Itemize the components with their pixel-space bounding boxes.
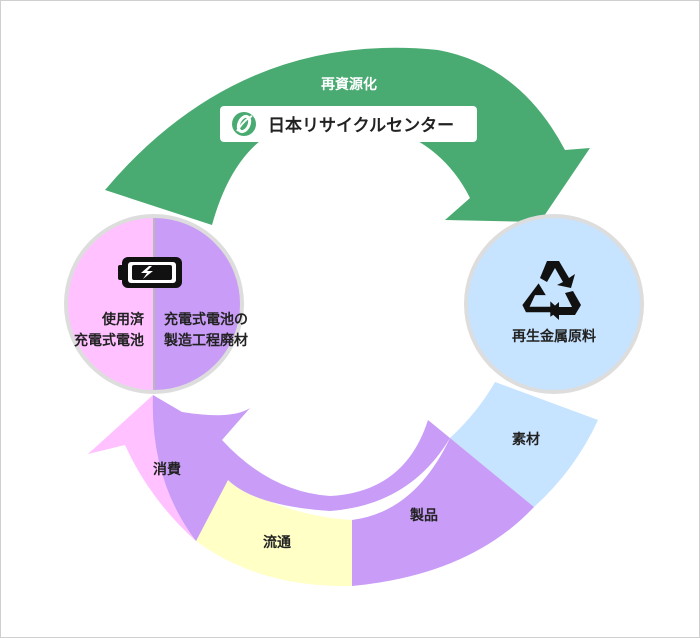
material-label: 素材 — [512, 431, 540, 448]
consumption-label: 消費 — [153, 461, 181, 478]
recycling-center-name: 日本リサイクルセンター — [268, 115, 454, 136]
product-label: 製品 — [409, 507, 438, 524]
manufacturing-waste-label-line1: 充電式電池の — [164, 311, 248, 328]
battery-node — [64, 214, 244, 394]
manufacturing-waste-label-line2: 製造工程廃材 — [163, 332, 248, 349]
distribution-segment — [196, 480, 352, 587]
product-segment — [352, 438, 534, 586]
battery-icon — [118, 257, 182, 288]
used-battery-label-line2: 充電式電池 — [74, 332, 144, 349]
recycling-center-badge: 日本リサイクルセンター — [220, 106, 477, 142]
recycling-label: 再資源化 — [321, 76, 377, 93]
recycled-metal-label: 再生金属原料 — [512, 328, 596, 345]
recycling-center-logo-icon — [232, 112, 256, 136]
recycling-arrow — [105, 47, 590, 225]
used-battery-label-line1: 使用済 — [101, 311, 145, 328]
recycle-symbol-icon — [522, 261, 581, 320]
material-segment — [450, 382, 598, 507]
distribution-label: 流通 — [263, 534, 291, 551]
product-arrow — [152, 395, 450, 541]
recycled-metal-node — [464, 214, 644, 394]
